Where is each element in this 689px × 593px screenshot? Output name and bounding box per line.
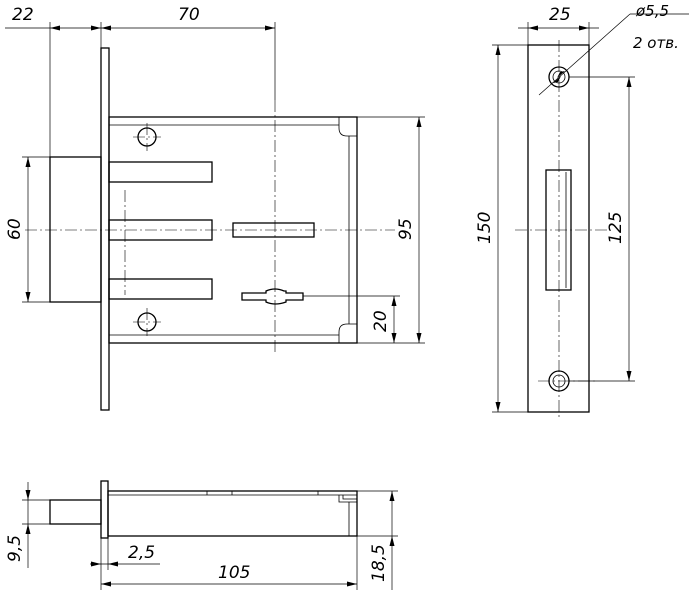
side-latch	[338, 495, 357, 503]
label-hole-count: 2 отв.	[633, 34, 679, 52]
bolt-housing	[49, 156, 102, 303]
dim-hole-diameter: ø5,5 2 отв.	[538, 2, 689, 96]
label-105: 105	[218, 563, 250, 583]
strike-plate-view: 25 ø5,5 2 отв. 150 125	[475, 2, 689, 420]
dim-18-5: 18,5	[357, 490, 398, 590]
front-view: 22 70 60 95	[5, 5, 425, 411]
dim-9-5: 9,5	[5, 482, 50, 568]
keyhole	[241, 288, 304, 305]
dim-150: 150	[475, 44, 528, 413]
faceplate	[100, 47, 110, 411]
dim-60: 60	[5, 156, 50, 303]
label-9-5: 9,5	[5, 535, 25, 562]
label-150: 150	[475, 212, 495, 244]
label-125: 125	[606, 212, 626, 244]
mounting-hole-bottom	[133, 308, 161, 336]
corner-notch-top	[338, 117, 357, 137]
label-hole-diameter: ø5,5	[635, 2, 669, 20]
bolt-bottom	[108, 278, 213, 300]
dim-125: 125	[569, 76, 635, 382]
label-60: 60	[5, 218, 25, 240]
strike-plate	[527, 44, 590, 413]
side-faceplate	[100, 480, 109, 539]
bolt-top	[108, 161, 213, 183]
label-18-5: 18,5	[369, 544, 389, 582]
side-bolt	[49, 499, 102, 525]
dim-25: 25	[518, 5, 599, 45]
dim-95: 95	[357, 116, 425, 344]
dim-105: 105	[100, 536, 358, 590]
dim-70: 70	[101, 5, 276, 100]
side-case	[107, 490, 358, 537]
mounting-hole-top	[133, 123, 161, 151]
label-20: 20	[371, 310, 391, 332]
label-95: 95	[396, 218, 416, 240]
label-2-5: 2,5	[128, 543, 155, 563]
corner-notch-bottom	[338, 323, 357, 343]
dim-2-5: 2,5	[90, 538, 160, 570]
dim-22: 22	[5, 5, 102, 157]
label-25: 25	[549, 5, 571, 25]
label-22: 22	[12, 5, 34, 25]
dim-20: 20	[303, 295, 400, 343]
side-view: 9,5 2,5 105 18,5	[5, 480, 398, 590]
label-70: 70	[178, 5, 200, 25]
